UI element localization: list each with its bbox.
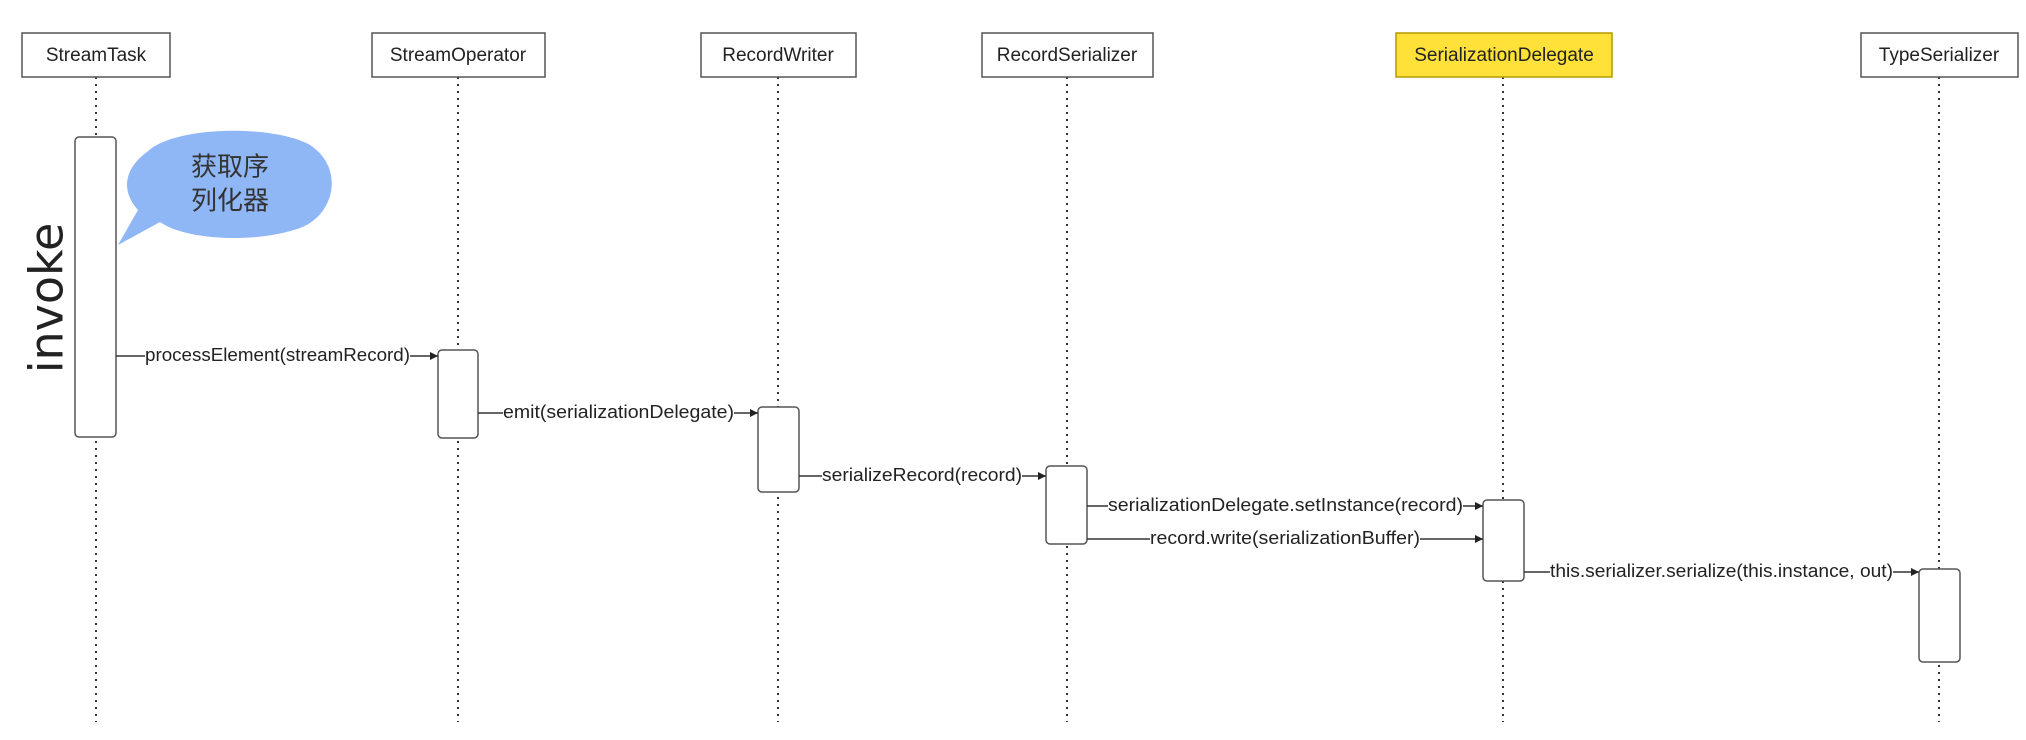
message-set-instance: serializationDelegate.setInstance(record…	[1087, 495, 1483, 515]
participant-label: SerializationDelegate	[1414, 45, 1594, 66]
note-line: 获取序	[191, 153, 269, 183]
participant-typeserializer: TypeSerializer	[1860, 32, 2019, 78]
participant-box	[700, 32, 857, 78]
activation-bar-streamoperator	[437, 349, 479, 439]
message-label: this.serializer.serialize(this.instance,…	[1550, 561, 1893, 581]
activation-bar-recordserializer	[1045, 465, 1088, 545]
message-serialize-instance: this.serializer.serialize(this.instance,…	[1524, 561, 1919, 581]
messages: processElement(streamRecord) emit(serial…	[116, 345, 1919, 581]
note-bubble: 获取序 列化器	[118, 130, 332, 245]
activation-bar-typeserializer	[1918, 568, 1961, 663]
participant-streamtask: StreamTask	[21, 32, 171, 78]
note-line: 列化器	[191, 187, 269, 217]
participant-label: RecordSerializer	[997, 45, 1138, 66]
invoke-label: invoke	[20, 223, 74, 374]
participant-streamoperator: StreamOperator	[371, 32, 546, 78]
message-serialize-record: serializeRecord(record)	[799, 465, 1046, 485]
note-bubble-shape	[118, 130, 332, 245]
participant-box	[981, 32, 1154, 78]
participant-box	[1860, 32, 2019, 78]
participant-box	[21, 32, 171, 78]
lifelines	[95, 77, 1940, 722]
participant-label: StreamTask	[46, 45, 147, 66]
activation-bars	[74, 136, 1961, 663]
message-label: serializeRecord(record)	[822, 465, 1022, 485]
participant-box-highlighted	[1395, 32, 1613, 78]
message-emit: emit(serializationDelegate)	[478, 402, 758, 422]
message-record-write: record.write(serializationBuffer)	[1087, 528, 1483, 548]
activation-bar-serializationdelegate	[1482, 499, 1525, 582]
participant-recordwriter: RecordWriter	[700, 32, 857, 78]
participant-serializationdelegate: SerializationDelegate	[1395, 32, 1613, 78]
message-label: processElement(streamRecord)	[145, 345, 410, 365]
participant-label: StreamOperator	[390, 45, 527, 66]
participant-label: TypeSerializer	[1879, 45, 2000, 66]
message-label: record.write(serializationBuffer)	[1150, 528, 1420, 548]
activation-bar-streamtask	[74, 136, 117, 438]
message-label: serializationDelegate.setInstance(record…	[1108, 495, 1463, 515]
participant-recordserializer: RecordSerializer	[981, 32, 1154, 78]
participant-box	[371, 32, 546, 78]
participant-label: RecordWriter	[722, 45, 834, 66]
activation-bar-recordwriter	[757, 406, 800, 493]
participants: StreamTask StreamOperator RecordWriter R…	[21, 32, 2019, 78]
message-process-element: processElement(streamRecord)	[116, 345, 438, 365]
message-label: emit(serializationDelegate)	[503, 402, 734, 422]
